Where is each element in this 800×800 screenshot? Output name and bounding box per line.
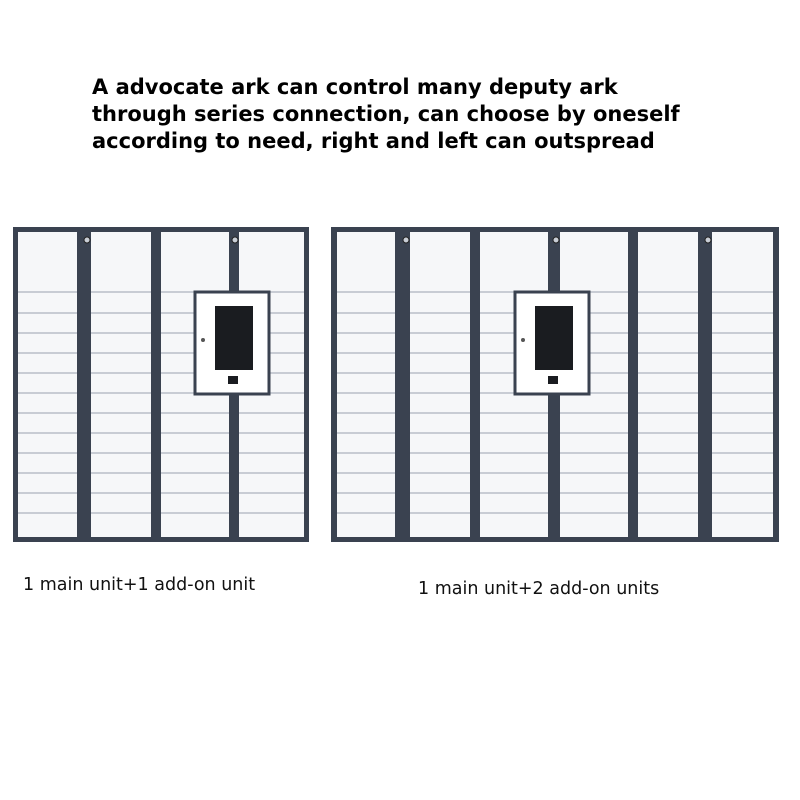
locker-bank-right-column-1 (337, 232, 395, 537)
headline: A advocate ark can control many deputy a… (92, 74, 792, 155)
locker-bank-left-panel-lock (201, 338, 205, 342)
locker-bank-right-touch-screen (535, 306, 573, 370)
locker-bank-right-column-6 (712, 232, 773, 537)
headline-line-3: according to need, right and left can ou… (92, 129, 655, 153)
locker-bank-left-column-1 (18, 232, 77, 537)
locker-bank-left-scanner (228, 376, 238, 384)
locker-bank-right-column-5 (638, 232, 698, 537)
locker-bank-left-touch-screen (215, 306, 253, 370)
caption-two-add-on-units: 1 main unit+2 add-on units (418, 579, 660, 599)
locker-bank-left-lock-knob (83, 236, 91, 244)
locker-bank-right-lock-knob (552, 236, 560, 244)
locker-bank-right-lock-knob (704, 236, 712, 244)
headline-line-2: through series connection, can choose by… (92, 102, 680, 126)
caption-one-add-on-unit: 1 main unit+1 add-on unit (23, 575, 256, 595)
locker-bank-left-column-2 (91, 232, 151, 537)
locker-bank-right-panel-lock (521, 338, 525, 342)
locker-bank-right-column-2 (410, 232, 470, 537)
locker-bank-right-lock-knob (402, 236, 410, 244)
locker-bank-right-scanner (548, 376, 558, 384)
headline-line-1: A advocate ark can control many deputy a… (92, 75, 618, 99)
locker-bank-left-lock-knob (231, 236, 239, 244)
